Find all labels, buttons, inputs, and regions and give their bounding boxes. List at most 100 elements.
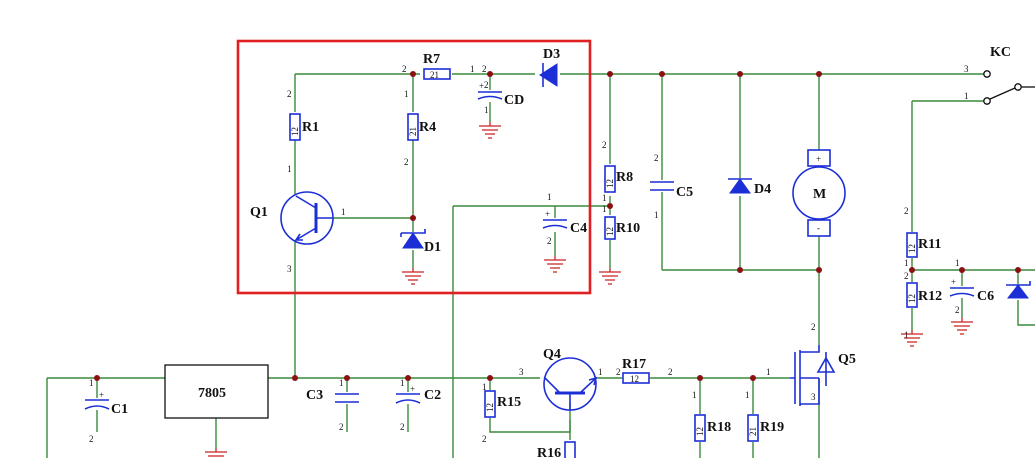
- svg-text:1: 1: [602, 193, 607, 203]
- svg-text:21: 21: [748, 427, 758, 436]
- svg-text:2: 2: [811, 322, 816, 332]
- svg-text:1: 1: [404, 89, 409, 99]
- svg-text:+: +: [99, 390, 104, 400]
- capacitor-c2: + C2: [395, 384, 441, 404]
- resistor-r12: 12 R12: [906, 282, 942, 308]
- svg-text:+: +: [479, 81, 484, 91]
- svg-text:CD: CD: [504, 93, 524, 108]
- svg-text:21: 21: [408, 127, 418, 136]
- diode-d-partial: [1006, 281, 1031, 299]
- svg-text:C5: C5: [676, 185, 693, 200]
- svg-text:2: 2: [668, 367, 673, 377]
- svg-text:2: 2: [339, 422, 344, 432]
- svg-text:M: M: [813, 187, 826, 202]
- resistor-r18: 12 R18: [694, 414, 731, 442]
- svg-text:2: 2: [484, 80, 489, 90]
- svg-text:+: +: [951, 277, 956, 287]
- svg-text:R15: R15: [497, 395, 521, 410]
- svg-text:KC: KC: [990, 45, 1011, 60]
- svg-text:3: 3: [287, 264, 292, 274]
- resistor-r8: 12 R8: [604, 165, 633, 193]
- svg-text:12: 12: [290, 127, 300, 136]
- transistor-q1: Q1: [250, 191, 334, 245]
- svg-text:C2: C2: [424, 388, 441, 403]
- svg-text:3: 3: [811, 392, 816, 402]
- svg-text:1: 1: [470, 64, 475, 74]
- svg-text:C1: C1: [111, 402, 128, 417]
- resistor-r4: 21 R4: [407, 113, 436, 141]
- capacitor-cd: + CD: [477, 81, 524, 108]
- svg-text:2: 2: [400, 422, 405, 432]
- svg-text:1: 1: [964, 91, 969, 101]
- motor-m: M + -: [792, 149, 846, 237]
- svg-text:2: 2: [547, 236, 552, 246]
- svg-text:2: 2: [482, 434, 487, 444]
- capacitor-c3: C3: [306, 388, 359, 403]
- resistor-r15: 12 R15: [484, 390, 521, 418]
- svg-text:2: 2: [654, 153, 659, 163]
- svg-text:R11: R11: [918, 237, 941, 252]
- resistor-r10: 12 R10: [604, 216, 640, 240]
- svg-text:1: 1: [904, 330, 909, 340]
- svg-text:12: 12: [695, 427, 705, 436]
- svg-text:C3: C3: [306, 388, 323, 403]
- resistor-r17: 12 R17: [622, 357, 650, 384]
- svg-text:-: -: [817, 223, 820, 233]
- svg-text:2: 2: [287, 89, 292, 99]
- svg-text:1: 1: [482, 382, 487, 392]
- wires: [46, 73, 1035, 458]
- svg-text:R19: R19: [760, 420, 784, 435]
- transistor-q4: Q4: [543, 347, 598, 411]
- svg-text:1: 1: [904, 258, 909, 268]
- svg-text:1: 1: [547, 192, 552, 202]
- svg-text:1: 1: [287, 164, 292, 174]
- resistor-r19: 21 R19: [747, 414, 784, 442]
- svg-text:2: 2: [904, 206, 909, 216]
- svg-text:1: 1: [341, 207, 346, 217]
- svg-text:1: 1: [602, 204, 607, 214]
- svg-text:1: 1: [766, 367, 771, 377]
- svg-text:Q4: Q4: [543, 347, 561, 362]
- svg-text:R16: R16: [537, 446, 561, 458]
- pin-numbers: 2 1 2 2 1 1 2 1 3 2 1 1 2 2 1 1 2 1 3 1 …: [89, 64, 969, 444]
- svg-text:R18: R18: [707, 420, 731, 435]
- resistor-r1: 12 R1: [289, 113, 319, 141]
- svg-text:2: 2: [89, 434, 94, 444]
- svg-text:1: 1: [745, 390, 750, 400]
- capacitor-c1: + C1: [84, 390, 128, 417]
- svg-text:2: 2: [602, 140, 607, 150]
- capacitor-c5: C5: [650, 181, 693, 200]
- svg-text:2: 2: [482, 64, 487, 74]
- svg-text:R10: R10: [616, 221, 640, 236]
- svg-text:12: 12: [630, 374, 639, 384]
- diode-d3: D3: [539, 47, 560, 87]
- diode-d1: D1: [400, 229, 441, 255]
- svg-text:2: 2: [404, 157, 409, 167]
- svg-text:3: 3: [964, 64, 969, 74]
- svg-text:2: 2: [402, 64, 407, 74]
- svg-text:D1: D1: [424, 240, 441, 255]
- highlight-box: [236, 39, 592, 295]
- capacitor-c6: + C6: [949, 277, 994, 304]
- regulator-7805: 7805: [164, 364, 269, 419]
- svg-text:1: 1: [339, 378, 344, 388]
- junction-dots: [94, 71, 1021, 381]
- svg-text:7805: 7805: [198, 386, 226, 401]
- svg-text:1: 1: [400, 378, 405, 388]
- svg-text:12: 12: [485, 403, 495, 412]
- relay-switch-kc: KC: [983, 45, 1035, 105]
- svg-text:1: 1: [598, 367, 603, 377]
- svg-text:12: 12: [907, 294, 917, 303]
- svg-text:3: 3: [519, 367, 524, 377]
- resistor-r7: 21 R7: [423, 52, 451, 80]
- svg-text:C6: C6: [977, 289, 994, 304]
- svg-text:+: +: [816, 154, 821, 164]
- svg-text:Q1: Q1: [250, 205, 268, 220]
- svg-text:12: 12: [605, 227, 615, 236]
- svg-text:1: 1: [484, 105, 489, 115]
- resistor-r16: R16: [537, 441, 576, 458]
- svg-text:R7: R7: [423, 52, 440, 67]
- capacitor-c4: + C4: [542, 209, 587, 236]
- svg-text:C4: C4: [570, 221, 587, 236]
